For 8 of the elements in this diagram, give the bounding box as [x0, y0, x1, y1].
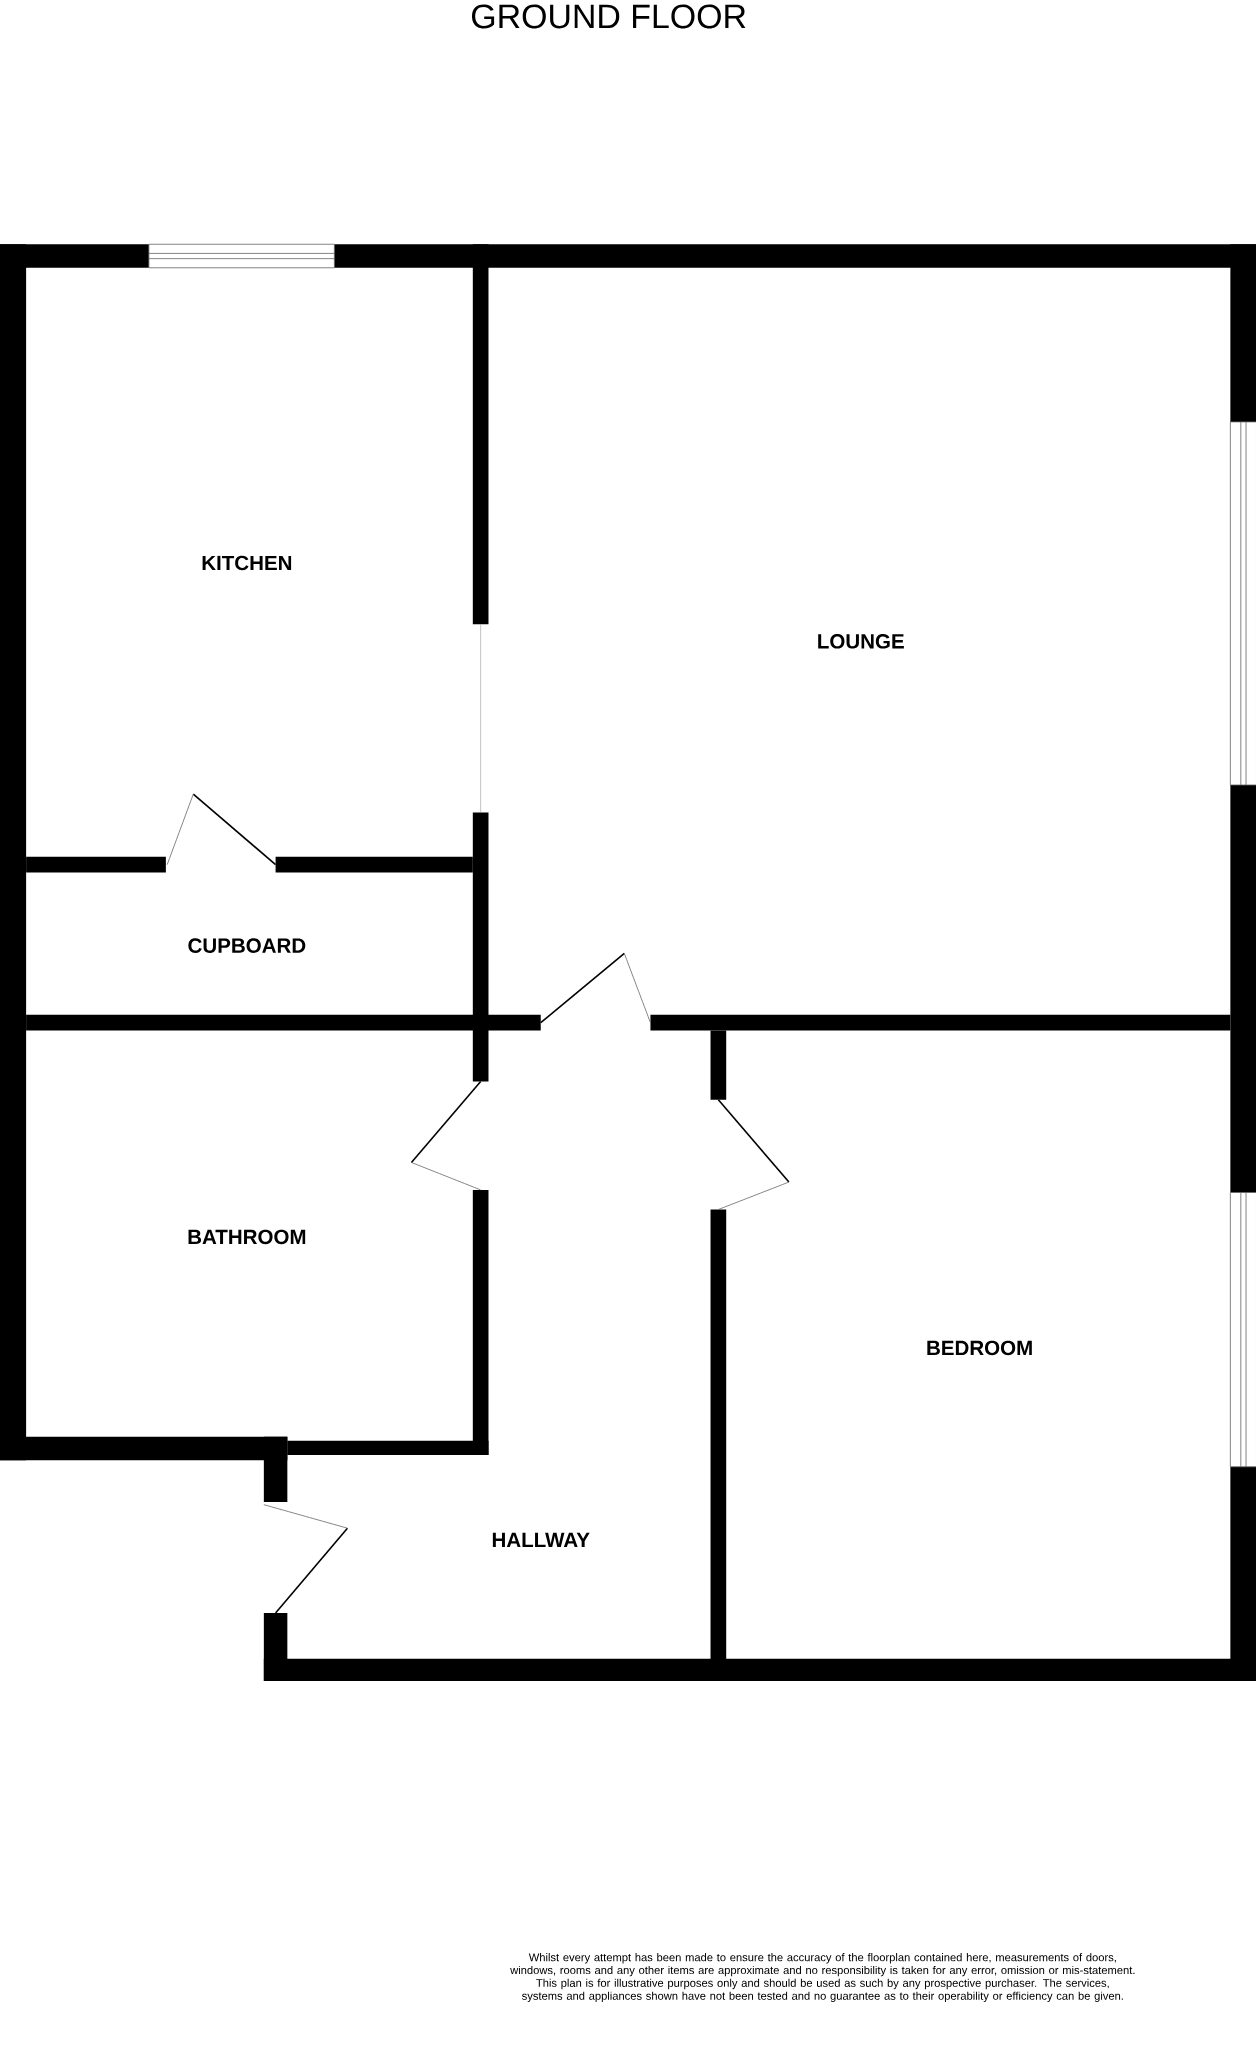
room-label: HALLWAY — [492, 1532, 590, 1547]
disclaimer: Whilst every attempt has been made to ensure the accuracy of the floorplan contained here, measurements of doors, windows, rooms and any other items are approximate and no responsibility is taken for any error, omission or mis-statement. This plan is for illustrative purposes only and should be used as such by any prospective purchaser. The services, systems and appliances shown have not been tested and no guarantee as to their operability or efficiency can be given. — [509, 1953, 1135, 2003]
room-label: KITCHEN — [202, 555, 291, 571]
room-label: LOUNGE — [817, 634, 904, 649]
room-label: BEDROOM — [927, 1340, 1032, 1356]
room-label: BATHROOM — [188, 1229, 305, 1245]
title: GROUND FLOOR — [471, 4, 746, 29]
room-label: CUPBOARD — [188, 938, 306, 953]
